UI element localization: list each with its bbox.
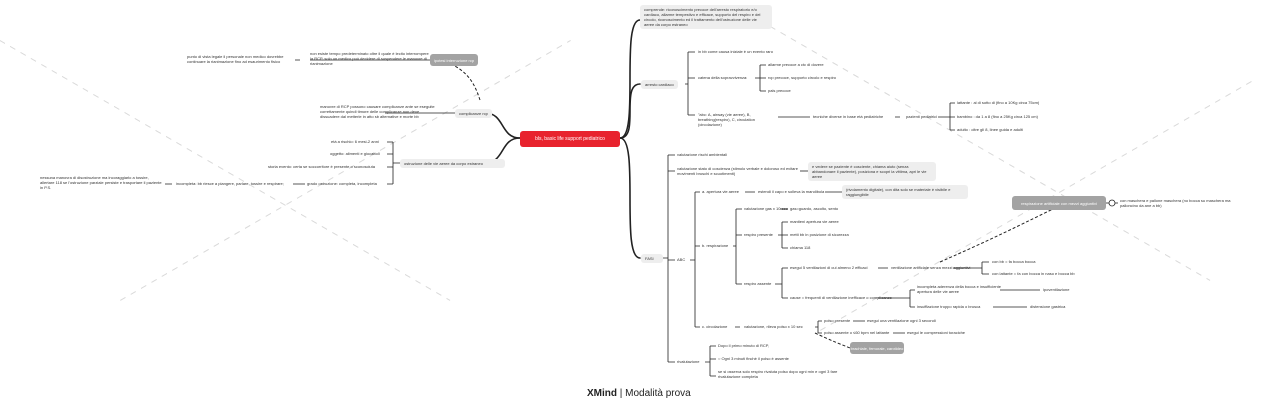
topic-o4[interactable]: grado ostruzione: completa, incompleta: [307, 181, 377, 186]
topic-r1[interactable]: Dopo il primo minuto di RCP,: [718, 343, 770, 348]
brand-mode: Modalità prova: [625, 388, 691, 399]
topic-adulto[interactable]: adulto : oltre gli 8, linee guida e adul…: [957, 127, 1024, 132]
topic-fasi[interactable]: FASI: [641, 254, 663, 263]
topic-ostruzione[interactable]: ostruzione delle vie aeree da corpo estr…: [400, 159, 505, 168]
topic-f1[interactable]: valutazione rischi ambientali: [677, 152, 728, 157]
topic-ac2c[interactable]: pals precoce: [768, 88, 791, 93]
brand-logo: XMind: [587, 388, 617, 399]
topic-b3a[interactable]: esegui 5 ventilazioni di cui almeno 2 ef…: [790, 265, 868, 270]
topic-b3b2[interactable]: insufflazione troppo rapida o brusca: [917, 304, 981, 309]
topic-b3a1b[interactable]: con lattante = fa con bocca in naso e bo…: [992, 271, 1075, 276]
topic-a2[interactable]: (rivolamento digitale), con dita solo se…: [842, 185, 968, 199]
topic-o2[interactable]: oggetto: alimenti e giocattoli: [330, 151, 380, 156]
topic-resp-art-note[interactable]: con maschera e pallone maschera (no bocc…: [1120, 198, 1231, 208]
topic-b3b1[interactable]: incompleta aderenza della bocca e insuff…: [917, 284, 1001, 294]
topic-b2c[interactable]: chiama 118: [790, 245, 811, 250]
topic-a[interactable]: a. apertura vie aeree: [702, 189, 739, 194]
topic-b1a[interactable]: gas=guardo, ascolto, sento: [790, 206, 839, 211]
topic-b2b[interactable]: metti bb in posizione di sicurezza: [790, 232, 849, 237]
topic-a1[interactable]: estendi il capo e solleva la mandibola: [758, 189, 825, 194]
topic-b[interactable]: b. respirazione: [702, 243, 729, 248]
topic-ac2b[interactable]: rcp precoce, supporto circolo e respiro: [768, 75, 837, 80]
topic-inter-left[interactable]: punto di vista legale il personale non m…: [187, 54, 284, 64]
topic-r2-label: Ogni 3 minuti finchè il polso è assente: [721, 356, 789, 361]
topic-resp-art[interactable]: respirazione artificiale con mezzi aggiu…: [1012, 196, 1106, 210]
topic-b1[interactable]: valutazione gas x 10 sec: [744, 206, 788, 211]
topic-ac2a[interactable]: allarme precoce a ctc di dovere: [768, 62, 824, 67]
xmind-watermark: XMind | Modalità prova: [587, 388, 691, 399]
topic-arresto[interactable]: arresto cardiaco: [641, 80, 678, 89]
topic-b3a1[interactable]: ventilazione artificiale senza mezzi agg…: [891, 265, 971, 270]
topic-inter-note[interactable]: non esiste tempo predeterminato oltre il…: [310, 51, 429, 66]
topic-c1b[interactable]: polso assente o ≤60 bpm nel lattante: [824, 330, 890, 335]
topic-ac3[interactable]: "abc: A, airway (vie aeree), B, breathin…: [698, 112, 755, 127]
topic-bambino[interactable]: bambino : da 1 a 8 (fino a 25Kg circa 12…: [957, 114, 1038, 119]
topic-abc[interactable]: ABC: [677, 257, 686, 262]
topic-ac1[interactable]: in bb come causa iniziale è un evento ra…: [698, 49, 773, 54]
topic-o1[interactable]: età a rischio: 6 mesi-2 anni: [331, 139, 379, 144]
topic-b3b1a[interactable]: ipoventilazione: [1043, 287, 1070, 292]
root-topic[interactable]: bls, basic life support pediatrico: [520, 131, 620, 147]
topic-o4b[interactable]: nessuna manovra di disostruzione ma inco…: [40, 175, 162, 190]
topic-r3[interactable]: se si osserva solo respiro rivaluta pols…: [718, 369, 838, 379]
topic-comprende[interactable]: comprende: riconoscimento precoce dell'a…: [640, 5, 772, 29]
topic-c[interactable]: c. circolazione: [702, 324, 728, 329]
topic-f2a[interactable]: e vedere se paziente è cosciente, chiama…: [808, 162, 936, 181]
topic-brachiale[interactable]: brachiale, femorale, carotideo: [850, 342, 904, 354]
topic-b2a[interactable]: mantieni apertura vie aeree: [790, 219, 839, 224]
topic-o4a[interactable]: incompleta: bb riesce a piangere, parlar…: [176, 181, 284, 186]
topic-pazienti[interactable]: pazienti pediatrici: [906, 114, 937, 119]
topic-o3[interactable]: storia evento: certa se soccorritore è p…: [268, 164, 375, 169]
topic-b2[interactable]: respiro presente: [744, 232, 773, 237]
topic-r2[interactable]: ○ Ogni 3 minuti finchè il polso è assent…: [718, 356, 789, 361]
topic-b3b[interactable]: cause = frequenti di ventilazione ineffi…: [790, 295, 892, 300]
topic-ac2[interactable]: catena della sopravvivenza:: [698, 75, 748, 80]
topic-tecniche[interactable]: tecniche diverse in base età pediatriche: [813, 114, 884, 119]
topic-c1b1[interactable]: esegui le compressioni toraciche: [907, 330, 966, 335]
topic-c1[interactable]: valutazione, rileva polso x 10 sec: [744, 324, 803, 329]
topic-complicanze[interactable]: complicanze rcp: [455, 109, 492, 118]
topic-b3b2a[interactable]: distensione gastrica: [1030, 304, 1066, 309]
topic-rival[interactable]: rivalutazione: [677, 359, 700, 364]
topic-interruzione[interactable]: ipotesi interruzione rcp: [430, 54, 478, 66]
topic-c1a[interactable]: polso presente: [824, 318, 851, 323]
topic-b3[interactable]: respiro assente: [744, 281, 772, 286]
topic-lattante[interactable]: lattante : al di sotto di (fino a 10Kg c…: [957, 100, 1040, 105]
topic-c1a1[interactable]: esegui una ventilazione ogni 3 secondi: [867, 318, 936, 323]
topic-b3a1a[interactable]: con bb = fa bocca bocca: [992, 259, 1036, 264]
topic-compl-note[interactable]: manovre di RCP possono causare complican…: [320, 104, 435, 119]
topic-f2[interactable]: valutazione stato di coscienza (stimolo …: [677, 166, 798, 176]
